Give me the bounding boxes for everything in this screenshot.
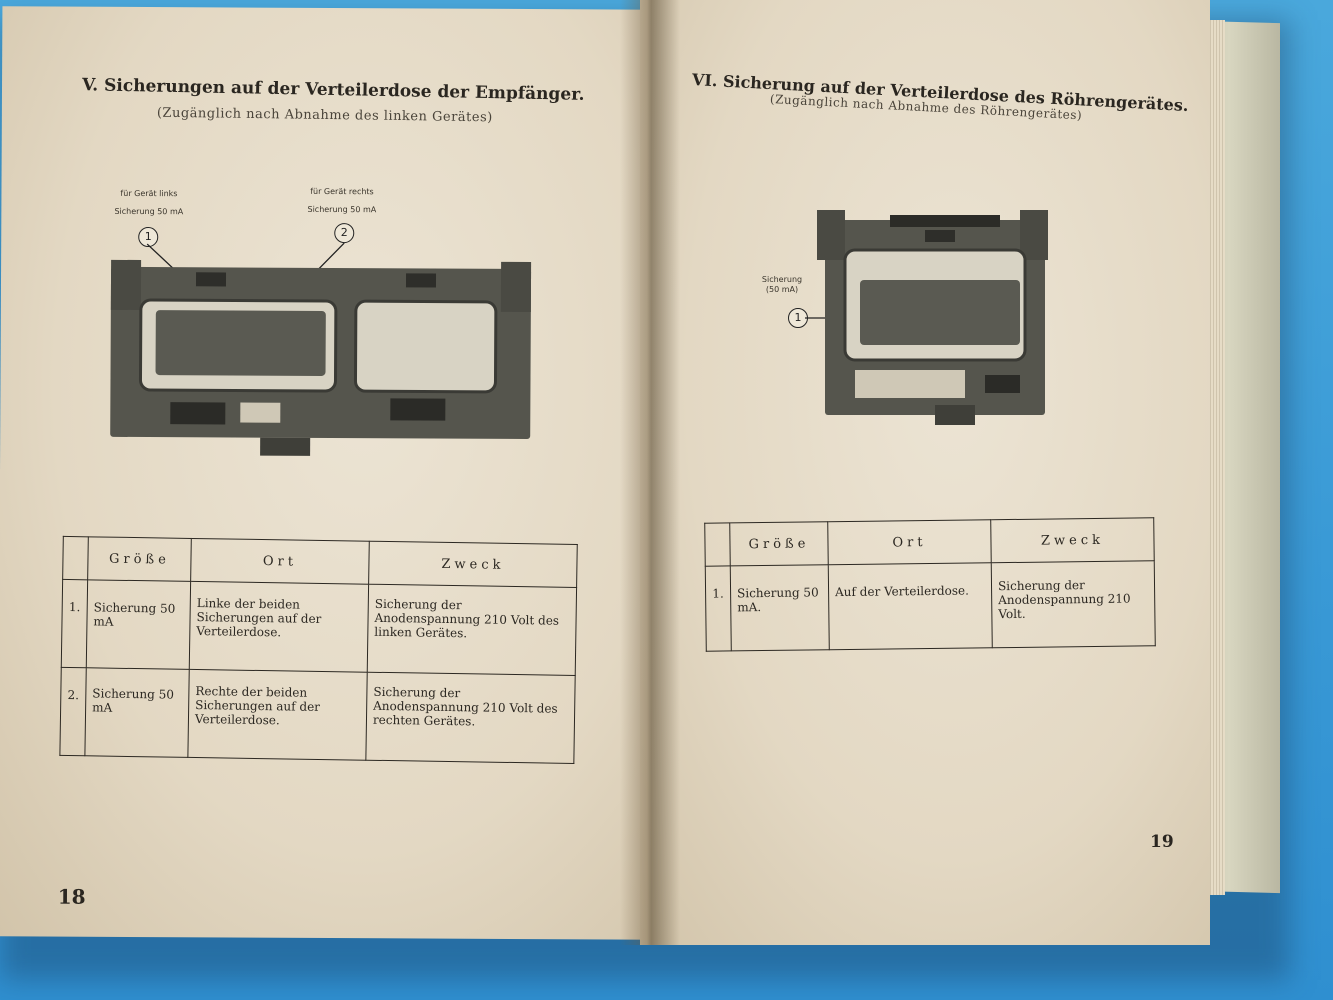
table-row: 1. Sicherung 50 mA. Auf der Verteilerdos…	[705, 560, 1156, 652]
table-cell-zweck: Sicherung der Anodenspannung 210 Volt de…	[367, 584, 577, 676]
table-header-groesse: Größe	[729, 521, 829, 566]
table-cell-index: 1.	[61, 579, 88, 668]
fuse-label: Sicherung (50 mA)	[752, 275, 812, 295]
table-cell-groesse: Sicherung 50 mA.	[730, 564, 830, 651]
table-header-ort: Ort	[827, 519, 992, 565]
label-line: Sicherung	[761, 275, 803, 284]
table-header-zweck: Zweck	[990, 517, 1155, 563]
table-cell-groesse: Sicherung 50 mA	[84, 667, 190, 758]
right-device-label: für Gerät rechts Sicherung 50 mA	[294, 183, 389, 219]
left-page-title: V. Sicherungen auf der Verteilerdose der…	[81, 75, 585, 105]
left-device-label: für Gerät links Sicherung 50 mA	[101, 185, 196, 221]
left-fuse-table: Größe Ort Zweck 1. Sicherung 50 mA Linke…	[59, 536, 578, 764]
right-fuse-table: Größe Ort Zweck 1. Sicherung 50 mA. Auf …	[704, 517, 1156, 652]
table-cell-ort: Auf der Verteilerdose.	[828, 562, 993, 650]
label-line: für Gerät rechts	[310, 186, 374, 197]
table-cell-zweck: Sicherung der Anodenspannung 210 Volt de…	[365, 672, 576, 764]
table-header-index	[62, 536, 89, 580]
label-line: Sicherung 50 mA	[114, 206, 184, 217]
page-number-left: 18	[57, 884, 86, 909]
right-page: VI. Sicherung auf der Verteilerdose des …	[640, 0, 1210, 945]
table-cell-zweck: Sicherung der Anodenspannung 210 Volt.	[991, 560, 1156, 648]
tube-device-distribution-box-photo	[805, 210, 1048, 425]
table-header-ort: Ort	[190, 538, 370, 585]
table-header-index	[704, 522, 731, 567]
table-cell-ort: Rechte der beiden Sicherungen auf der Ve…	[187, 669, 368, 761]
table-header-zweck: Zweck	[368, 541, 578, 588]
table-row: 2. Sicherung 50 mA Rechte der beiden Sic…	[59, 667, 576, 764]
label-line: für Gerät links	[120, 188, 178, 199]
receiver-distribution-box-photo	[110, 242, 532, 456]
left-page-subtitle: (Zugänglich nach Abnahme des linken Gerä…	[156, 105, 493, 126]
table-cell-groesse: Sicherung 50 mA	[86, 579, 191, 670]
table-cell-index: 1.	[705, 565, 732, 652]
table-header-row: Größe Ort Zweck	[704, 517, 1155, 567]
left-page: V. Sicherungen auf der Verteilerdose der…	[0, 6, 663, 940]
table-row: 1. Sicherung 50 mA Linke der beiden Sich…	[61, 579, 577, 676]
page-number-right: 19	[1150, 832, 1174, 852]
label-line: Sicherung 50 mA	[307, 204, 377, 215]
label-line: (50 mA)	[765, 285, 799, 294]
table-header-groesse: Größe	[87, 536, 192, 582]
book-gutter	[620, 0, 680, 945]
table-cell-ort: Linke der beiden Sicherungen auf der Ver…	[189, 581, 369, 673]
table-cell-index: 2.	[59, 667, 87, 756]
